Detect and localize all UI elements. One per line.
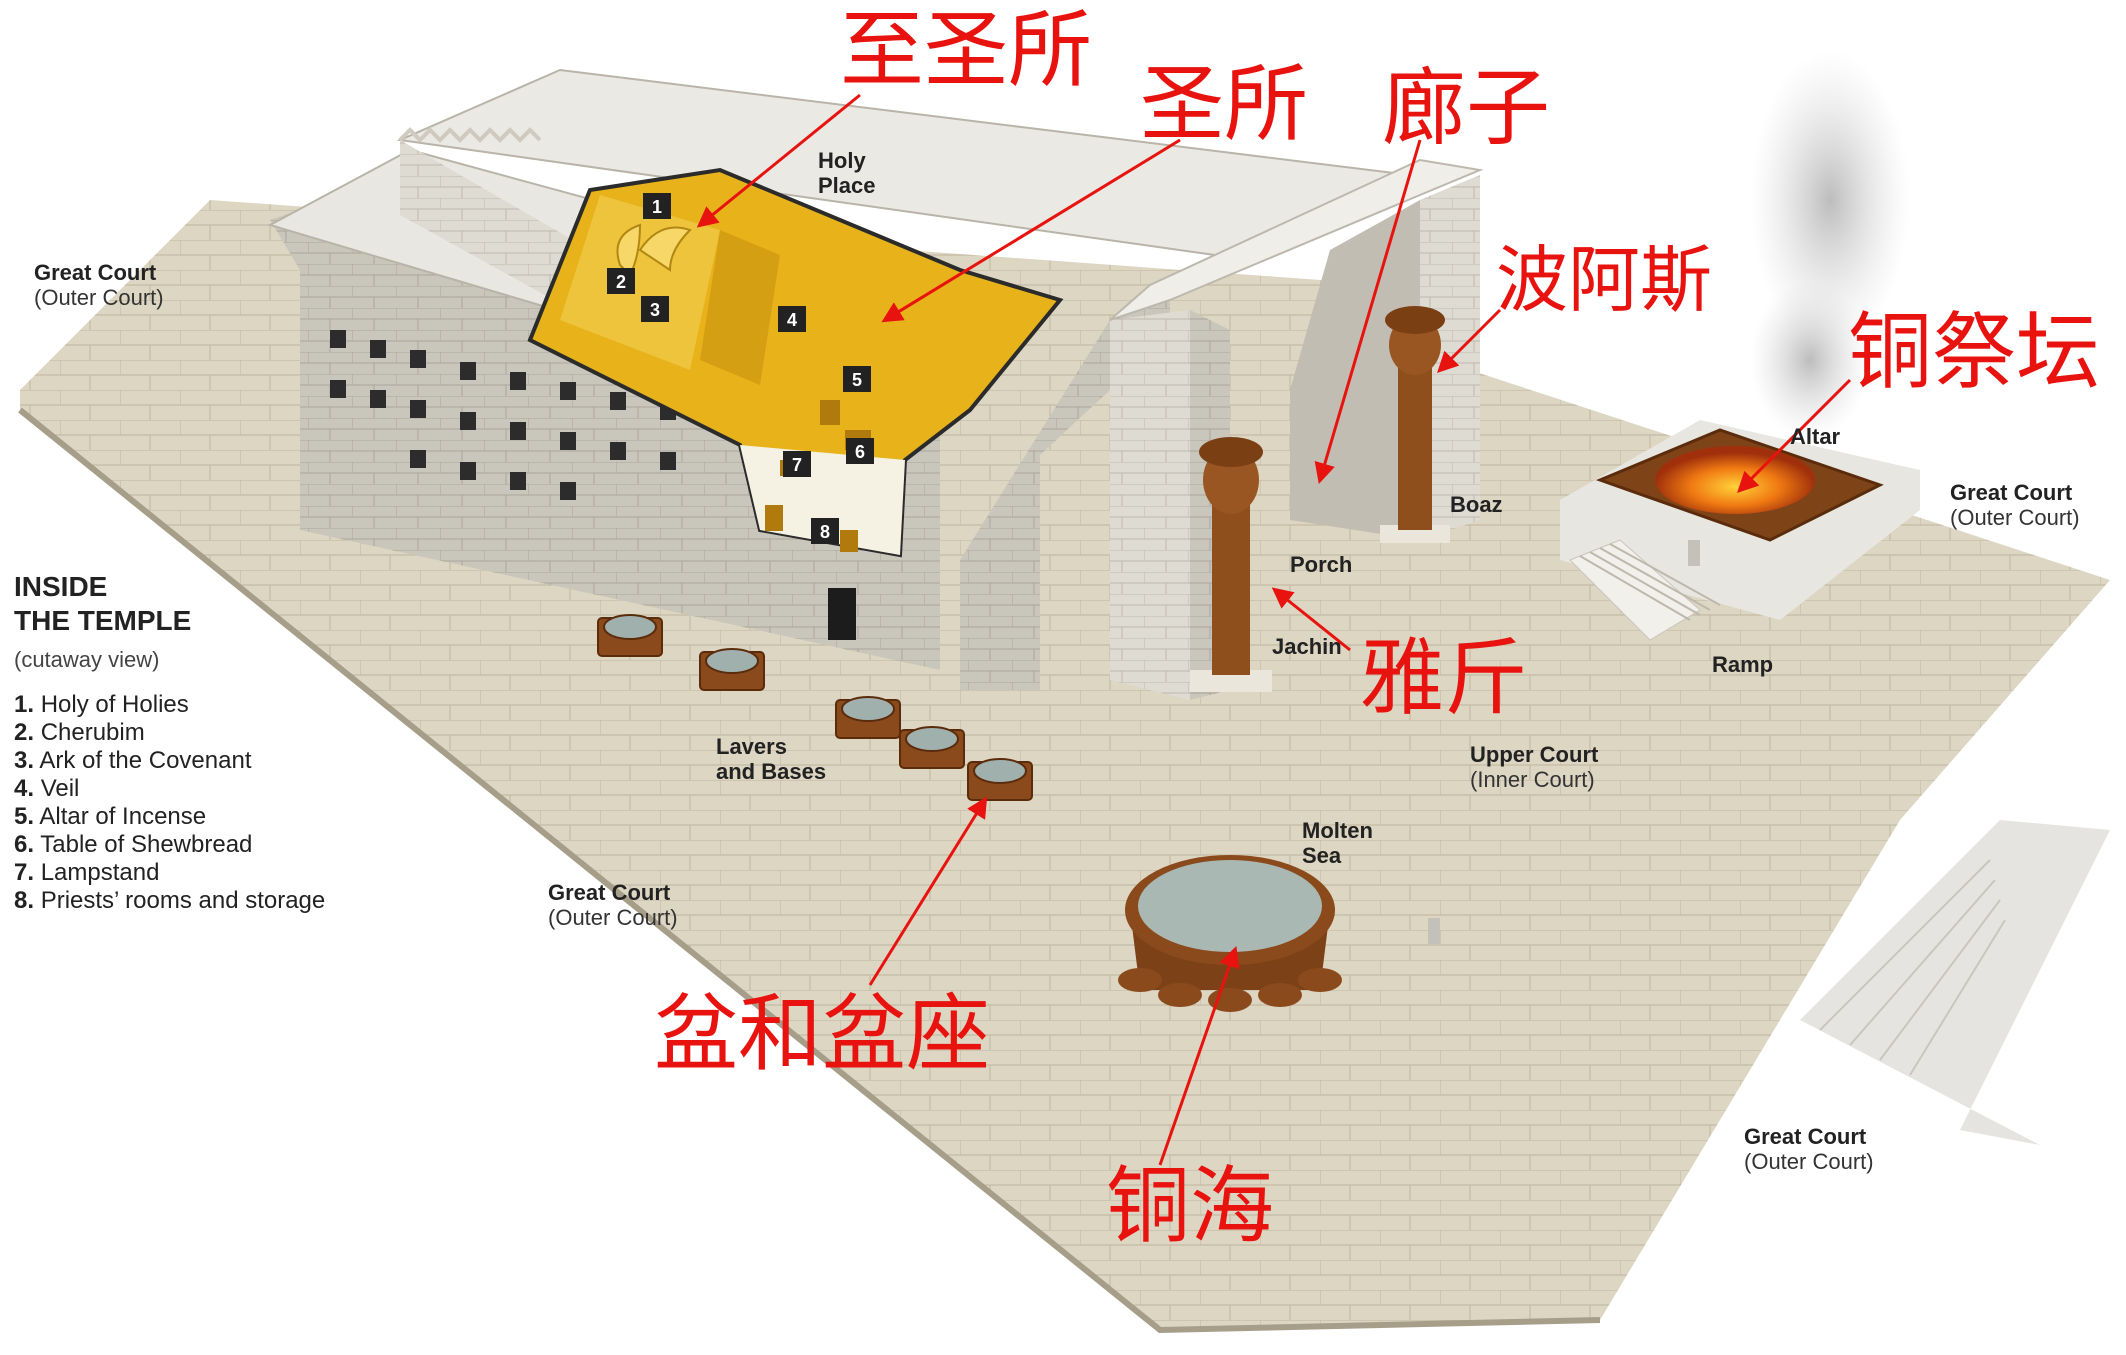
porch-roof [1109,158,1484,321]
callout-holy-of-holies: 至圣所 [840,1,1093,99]
legend-item: 4. Veil [14,775,80,803]
arrow-boaz [1437,308,1502,373]
svg-text:1: 1 [652,197,662,217]
label-upper-court: Upper Court(Inner Court) [1470,742,1599,793]
marker-1: 1 [643,193,671,219]
altar-smoke [1750,50,1910,350]
legend-list: 1. Holy of Holies 2. Cherubim 3. Ark of … [14,691,325,915]
label-ramp: Ramp [1712,652,1774,677]
svg-text:6: 6 [855,442,865,462]
svg-text:8: 8 [820,522,830,542]
legend-item: 7. Lampstand [14,859,160,887]
callout-porch: 廊子 [1382,59,1551,157]
svg-text:7: 7 [792,455,802,475]
callout-boaz: 波阿斯 [1496,238,1713,322]
temple-parapet [398,127,542,143]
cherubim [616,223,692,277]
label-great-court-se: Great Court(Outer Court) [1744,1124,1874,1175]
legend-item: 8. Priests’ rooms and storage [14,887,326,915]
marker-6: 6 [846,438,874,464]
court-steps-lines [1819,859,2006,1076]
lavers-and-bases [597,614,1033,801]
label-boaz: Boaz [1450,492,1503,517]
legend: INSIDE THE TEMPLE (cutaway view) 1. Holy… [14,570,325,915]
label-jachin: Jachin [1272,634,1342,659]
porch-front-block [960,300,1170,690]
veil [700,230,780,385]
marker-4: 4 [778,306,806,332]
label-great-court-nw: Great Court(Outer Court) [34,260,164,311]
arrow-altar [1737,378,1852,493]
callout-holy-place: 圣所 [1140,55,1309,153]
legend-item: 1. Holy of Holies [14,691,189,719]
callout-arrows [696,93,1852,1166]
marker-8: 8 [811,518,839,544]
temple-door [828,588,856,640]
svg-text:4: 4 [787,310,797,330]
legend-title-line-1: INSIDE [14,571,108,602]
marker-2: 2 [607,268,635,294]
label-porch: Porch [1290,552,1353,577]
pillar-boaz [1380,306,1450,543]
label-great-court-e: Great Court(Outer Court) [1950,480,2080,531]
figure-priest-court [1428,918,1440,944]
porch-inner-wall [1110,310,1190,700]
molten-sea [1118,855,1342,1012]
callout-molten-sea: 铜海 [1106,1157,1275,1255]
arrow-holy-place [881,138,1181,323]
court-steps [1800,820,2110,1145]
marker-7: 7 [783,451,811,477]
arrow-holy-of-holies [696,93,861,228]
callout-lavers: 盆和盆座 [654,985,991,1083]
arrow-porch [1314,139,1422,485]
porch-opening [1290,200,1420,540]
label-great-court-sw: Great Court(Outer Court) [548,880,678,931]
legend-item: 3. Ark of the Covenant [14,747,252,775]
pillar-jachin [1190,437,1272,692]
svg-text:5: 5 [852,370,862,390]
label-altar: Altar [1790,424,1841,449]
legend-title-line-2: THE TEMPLE [14,604,192,636]
marker-3: 3 [641,296,669,322]
altar-smoke-lower [1750,280,1870,440]
figure-priest-altar [1688,540,1700,566]
arrow-molten-sea [1158,946,1240,1166]
legend-item: 2. Cherubim [14,719,145,747]
svg-text:3: 3 [650,300,660,320]
callout-altar: 铜祭坛 [1848,303,2101,401]
platform-edge [18,407,1601,1334]
legend-subtitle: (cutaway view) [14,647,160,673]
legend-item: 5. Altar of Incense [14,803,207,831]
cutaway-markers: 1 2 3 4 5 6 7 8 [607,193,874,544]
arrow-lavers [868,796,988,986]
legend-item: 6. Table of Shewbread [14,831,253,859]
svg-text:2: 2 [616,272,626,292]
temple-upper-wall [400,140,590,320]
arrow-jachin [1271,587,1351,652]
marker-5: 5 [843,366,871,392]
callout-jachin: 雅斤 [1360,629,1529,727]
